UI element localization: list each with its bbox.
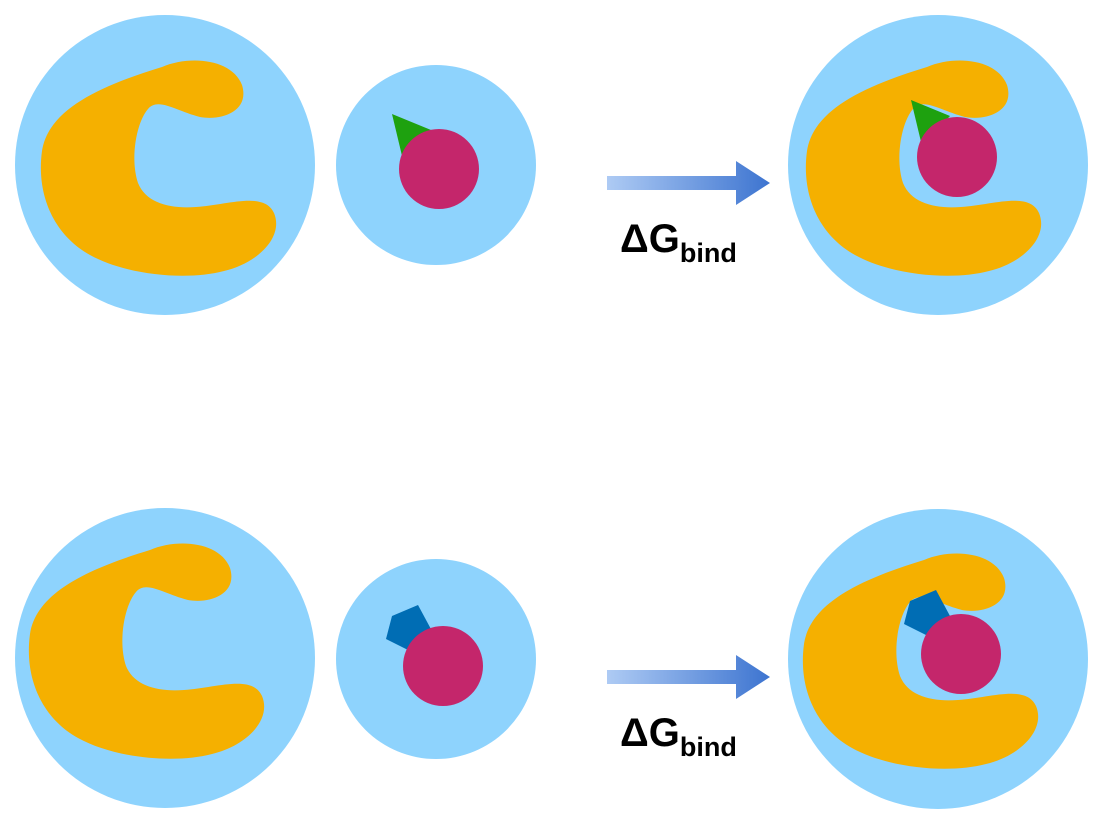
row-2: ΔGbind [15, 508, 1088, 809]
complex-2-bound [788, 509, 1088, 809]
receptor-2-unbound [15, 508, 315, 808]
ligand-1-unbound [336, 65, 536, 265]
reaction-arrow: ΔGbind [607, 655, 770, 762]
right-arrow-icon [607, 161, 770, 205]
row-1: ΔGbind [15, 15, 1088, 315]
complex-1-bound [788, 15, 1088, 315]
receptor-1-unbound [15, 15, 315, 315]
delta-g-bind-label: ΔGbind [620, 711, 737, 762]
right-arrow-icon [607, 655, 770, 699]
ligand-core [917, 117, 997, 197]
delta-g-bind-label: ΔGbind [620, 217, 737, 268]
ligand-core [403, 626, 483, 706]
ligand-core [921, 614, 1001, 694]
ligand-core [399, 129, 479, 209]
reaction-arrow: ΔGbind [607, 161, 770, 268]
ligand-2-unbound [336, 559, 536, 759]
